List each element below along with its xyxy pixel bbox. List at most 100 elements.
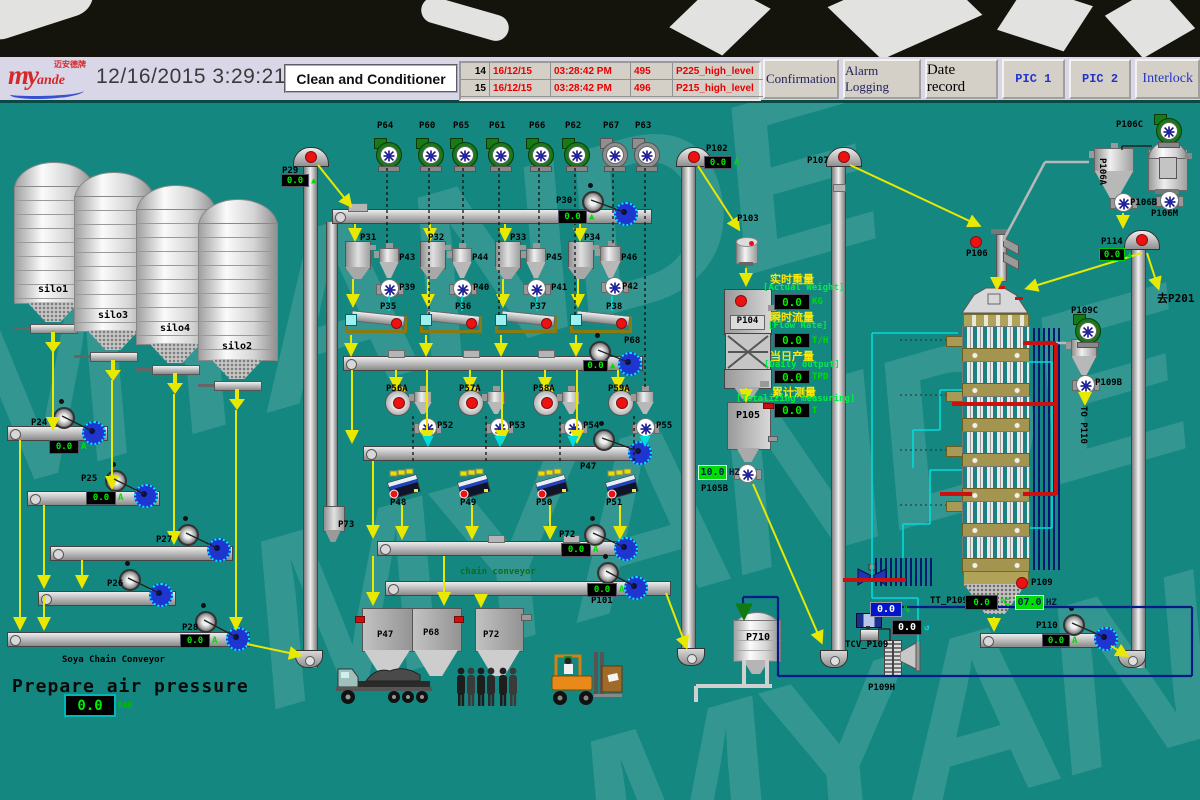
tail-pulley bbox=[335, 212, 346, 223]
hopper-cone bbox=[495, 267, 520, 279]
cyclone-body bbox=[379, 248, 399, 264]
label-p106c: P106C bbox=[1116, 120, 1143, 130]
fan-p55 bbox=[636, 418, 654, 436]
d-tcv-percent[interactable]: 0.0% bbox=[870, 602, 909, 617]
d-air-pressure: 0.0BAR bbox=[64, 694, 132, 717]
interlock-button[interactable]: Interlock bbox=[1135, 59, 1200, 99]
fan-base bbox=[420, 166, 442, 172]
label-p63: P63 bbox=[635, 121, 651, 131]
fan-face bbox=[638, 146, 656, 164]
motor-knob bbox=[59, 399, 64, 404]
tank-p103 bbox=[736, 237, 756, 267]
value-box: 0.0 bbox=[180, 634, 210, 648]
cyclone-cone bbox=[562, 402, 580, 414]
frame-bottom bbox=[495, 330, 557, 333]
label-en2: [Flow Rate] bbox=[768, 321, 828, 331]
d-p105b-hz[interactable]: 10.0HZ bbox=[698, 465, 740, 480]
value-box: 0.0 bbox=[704, 156, 732, 169]
alarm-row-15[interactable]: 1516/12/1503:28:42 PM496P215_high_level bbox=[461, 80, 767, 97]
truck-graphic bbox=[336, 653, 436, 707]
tank-p710 bbox=[731, 612, 781, 674]
label: P105 bbox=[731, 410, 765, 421]
d-totalizing: 0.0T bbox=[774, 403, 817, 418]
elevator-p102 bbox=[681, 160, 696, 664]
fan-base bbox=[490, 166, 512, 172]
cyclone-cone bbox=[600, 261, 621, 278]
cyclone bbox=[636, 389, 654, 414]
conveyor-p30 bbox=[332, 209, 652, 224]
elevator-p107 bbox=[831, 160, 846, 660]
cyclone-cone bbox=[379, 262, 399, 278]
logo-swoosh bbox=[10, 86, 84, 99]
label-tt: TT_P109 bbox=[930, 596, 968, 606]
confirmation-button[interactable]: Confirmation bbox=[763, 59, 839, 99]
date-record-button[interactable]: Date record bbox=[925, 59, 998, 99]
fan-face bbox=[1079, 322, 1097, 340]
elevator-head bbox=[1124, 230, 1160, 250]
silo-cone bbox=[206, 359, 268, 379]
motor-knob bbox=[588, 183, 593, 188]
stub bbox=[348, 203, 368, 212]
side-stub bbox=[760, 381, 769, 387]
label-p26: P26 bbox=[107, 579, 123, 589]
motor-knob bbox=[1069, 606, 1074, 611]
label-p40: P40 bbox=[473, 283, 489, 293]
unit-label: ↺ bbox=[924, 623, 929, 633]
label-p68bin: P68 bbox=[423, 628, 439, 638]
d-tcv-sp[interactable]: 0.0↺ bbox=[892, 620, 929, 635]
fan-face bbox=[527, 279, 546, 298]
alarm-cell: 03:28:42 PM bbox=[551, 63, 631, 79]
fan-p106m bbox=[1160, 191, 1178, 209]
d-p28: 0.0A bbox=[180, 634, 217, 648]
fan-p40 bbox=[453, 279, 471, 297]
label-p30: P30 bbox=[556, 196, 572, 206]
d-p109-hz[interactable]: 07.0HZ bbox=[1015, 595, 1057, 610]
label-p28: P28 bbox=[182, 623, 198, 633]
motor-knob bbox=[125, 561, 130, 566]
run-indicator bbox=[970, 236, 982, 248]
label-p110: P110 bbox=[1036, 621, 1058, 631]
run-indicator bbox=[391, 318, 402, 329]
alarm-row-14[interactable]: 1416/12/1503:28:42 PM495P225_high_level bbox=[461, 63, 767, 80]
label-p54: P54 bbox=[583, 421, 599, 431]
value-box: 0.0 bbox=[583, 360, 608, 372]
fan-face bbox=[1076, 375, 1095, 394]
frame-bottom bbox=[345, 330, 407, 333]
unit-label: T/H bbox=[812, 336, 828, 346]
forklift-graphic bbox=[524, 650, 624, 708]
run-indicator bbox=[393, 397, 405, 409]
wheel-hub bbox=[1101, 634, 1107, 640]
frame-bottom bbox=[420, 330, 482, 333]
label-p109c: P109C bbox=[1071, 306, 1098, 316]
fan-p62 bbox=[562, 137, 590, 171]
label-p53: P53 bbox=[509, 421, 525, 431]
run-indicator bbox=[1016, 577, 1028, 589]
tower-window-row bbox=[962, 501, 1030, 525]
frame-bottom bbox=[570, 330, 632, 333]
unit-label: ▲ bbox=[1127, 250, 1132, 260]
d-p68: 0.0▲ bbox=[583, 360, 615, 372]
elevator-boot bbox=[820, 650, 848, 668]
fan-face bbox=[1160, 191, 1179, 210]
label-p62: P62 bbox=[565, 121, 581, 131]
tower-window-row bbox=[962, 326, 1030, 350]
wheel-hub bbox=[141, 491, 147, 497]
value-box: 10.0 bbox=[698, 465, 727, 480]
cyclone-cone bbox=[487, 402, 505, 414]
fan-face bbox=[456, 146, 474, 164]
label-p51: P51 bbox=[606, 498, 622, 508]
fan-base bbox=[530, 166, 552, 172]
alarm-logging-button[interactable]: Alarm Logging bbox=[843, 59, 921, 99]
flow-arrow-icon bbox=[167, 383, 183, 394]
pic-2-button[interactable]: PIC 2 bbox=[1069, 59, 1132, 99]
drive-pulley bbox=[53, 407, 75, 429]
silo-silo2: silo2 bbox=[198, 199, 278, 413]
hopper-stub bbox=[370, 245, 376, 250]
label-p24: P24 bbox=[31, 418, 47, 428]
top-decor-bar bbox=[0, 0, 1200, 57]
label-chain: chain conveyor bbox=[460, 567, 536, 577]
surge-hopper bbox=[495, 241, 527, 279]
run-indicator bbox=[688, 151, 700, 163]
pic-1-button[interactable]: PIC 1 bbox=[1002, 59, 1065, 99]
cyclone bbox=[379, 246, 399, 278]
